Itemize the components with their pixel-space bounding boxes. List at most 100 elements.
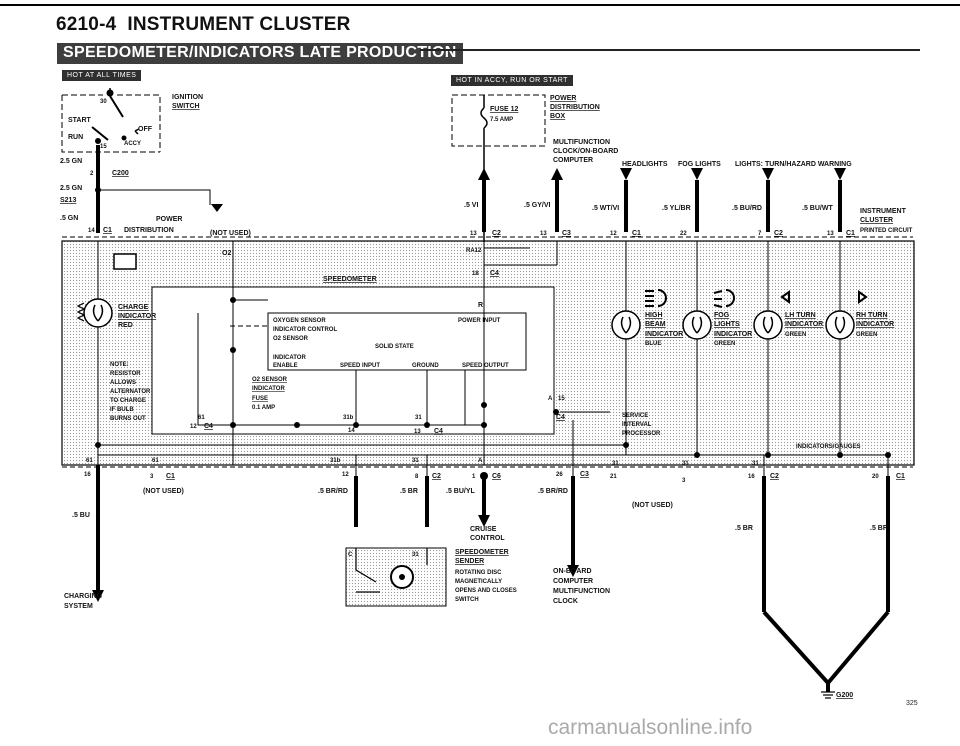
wire-5buwt: .5 BU/WT: [802, 205, 833, 212]
pin-61: 61: [198, 415, 205, 421]
pin-18: 18: [472, 271, 479, 277]
pin-1: 1: [472, 474, 476, 480]
computer-label-2: COMPUTER: [553, 578, 593, 585]
note-line-3: ALTERNATOR: [110, 389, 151, 395]
not-used-label-1: (NOT USED): [210, 230, 251, 237]
pin-31-f: 31: [682, 461, 689, 467]
fog-indicator-label: INDICATOR: [714, 331, 752, 338]
oxygen-sensor-control-box: [267, 312, 527, 371]
r-label: R: [478, 302, 483, 309]
charge-label: CHARGE: [118, 304, 149, 311]
pin-15-c: 15: [558, 396, 565, 402]
watermark: carmanualsonline.info: [548, 716, 753, 739]
pin-31b-b: 31b: [330, 458, 341, 464]
c2-label-d: C2: [770, 473, 779, 480]
c4-label-d: C4: [556, 414, 565, 421]
banner-rule: [420, 49, 920, 51]
pin-13-d: 13: [414, 429, 421, 435]
pin-21: 21: [610, 474, 617, 480]
pin-15: 15: [100, 144, 107, 150]
fog-green-label: GREEN: [714, 341, 735, 347]
top-rule: [0, 4, 960, 6]
rh-indicator-label: INDICATOR: [856, 321, 894, 328]
wire-5gn: .5 GN: [60, 215, 78, 222]
charge-indicator-label: INDICATOR: [118, 313, 156, 320]
clock-label: CLOCK: [553, 598, 578, 605]
fog-label: FOG: [714, 312, 730, 319]
o2ind-amp: 0.1 AMP: [252, 405, 275, 411]
service-label: SERVICE: [622, 413, 648, 419]
battery-icon: [113, 253, 137, 270]
wire-5buyl: .5 BU/YL: [446, 488, 476, 495]
control-label: CONTROL: [470, 535, 505, 542]
power-label: POWER: [550, 95, 576, 102]
pin-31-h: 31: [412, 552, 419, 558]
speed-input-label: SPEED INPUT: [340, 363, 380, 369]
switch-label-2: SWITCH: [455, 597, 479, 603]
charging-label: CHARGING: [64, 593, 103, 600]
c4-label-c: C4: [434, 428, 443, 435]
onboard-label: ON-BOARD: [553, 568, 592, 575]
pin-31b: 31b: [343, 415, 354, 421]
g200-label: G200: [836, 692, 853, 699]
accy-label: ACCY: [124, 141, 141, 147]
magnetically-label: MAGNETICALLY: [455, 579, 502, 585]
lh-turn-label: LH TURN: [785, 312, 816, 319]
wire-5br-2: .5 BR: [735, 525, 753, 532]
fog-lights-label: FOG LIGHTS: [678, 161, 721, 168]
fuse-label: FUSE 12: [490, 106, 519, 113]
distribution-label: DISTRIBUTION: [550, 104, 600, 111]
page-number: 325: [906, 700, 918, 707]
c4-label-b: C4: [204, 423, 213, 430]
wire-5brrd: .5 BR/RD: [318, 488, 348, 495]
pin-a-b: A: [478, 458, 483, 464]
fog-light-icon: [725, 289, 735, 307]
pin-14-c: 14: [348, 428, 355, 434]
speedometer-label: SPEEDOMETER: [323, 276, 377, 283]
wire-25gn-1: 2.5 GN: [60, 158, 82, 165]
pin-26: 26: [556, 472, 563, 478]
ignition-label: IGNITION: [172, 94, 203, 101]
c1-label-c: C1: [166, 473, 175, 480]
pin-16: 16: [84, 472, 91, 478]
solid-state-label: SOLID STATE: [375, 344, 414, 350]
hot-in-accy-tag: HOT IN ACCY, RUN OR START: [451, 75, 573, 86]
pin-30: 30: [100, 99, 107, 105]
not-used-label-3: (NOT USED): [632, 502, 673, 509]
pin-13-a: 13: [470, 231, 477, 237]
power-dist-label: POWER: [156, 216, 182, 223]
wire-5burd: .5 BU/RD: [732, 205, 762, 212]
c2-label-c: C2: [432, 473, 441, 480]
blue-label: BLUE: [645, 341, 661, 347]
wire-5br-3: .5 BR: [870, 525, 888, 532]
processor-label: PROCESSOR: [622, 431, 661, 437]
c3-label-b: C3: [580, 471, 589, 478]
note-line-6: BURNS OUT: [110, 416, 146, 422]
pin-31-d: 31: [412, 458, 419, 464]
lh-indicator-label: INDICATOR: [785, 321, 823, 328]
pin-20: 20: [872, 474, 879, 480]
oxygen-sensor-label: OXYGEN SENSOR: [273, 318, 326, 324]
multifunction-label-2: MULTIFUNCTION: [553, 588, 610, 595]
wire-5bu: .5 BU: [72, 512, 90, 519]
multifunction-label: MULTIFUNCTION: [553, 139, 610, 146]
not-used-label-2: (NOT USED): [143, 488, 184, 495]
c1-label-a: C1: [632, 230, 641, 237]
amp-label: 7.5 AMP: [490, 117, 513, 123]
pin-31-e: 31: [612, 461, 619, 467]
high-label: HIGH: [645, 312, 663, 319]
indicator-bulbs: [83, 298, 855, 340]
pin-12: 12: [610, 231, 617, 237]
headlights-label: HEADLIGHTS: [622, 161, 668, 168]
rh-green-label: GREEN: [856, 332, 877, 338]
rh-turn-label: RH TURN: [856, 312, 888, 319]
indicator-control-label: INDICATOR CONTROL: [273, 327, 337, 333]
rotating-disc-label: ROTATING DISC: [455, 570, 502, 576]
cluster-label: CLUSTER: [860, 217, 893, 224]
c6-label: C6: [492, 473, 501, 480]
c2-label-a: C2: [492, 230, 501, 237]
note-label: NOTE:: [110, 362, 129, 368]
wire-5ylbr: .5 YL/BR: [662, 205, 691, 212]
pin-61-b: 61: [86, 458, 93, 464]
